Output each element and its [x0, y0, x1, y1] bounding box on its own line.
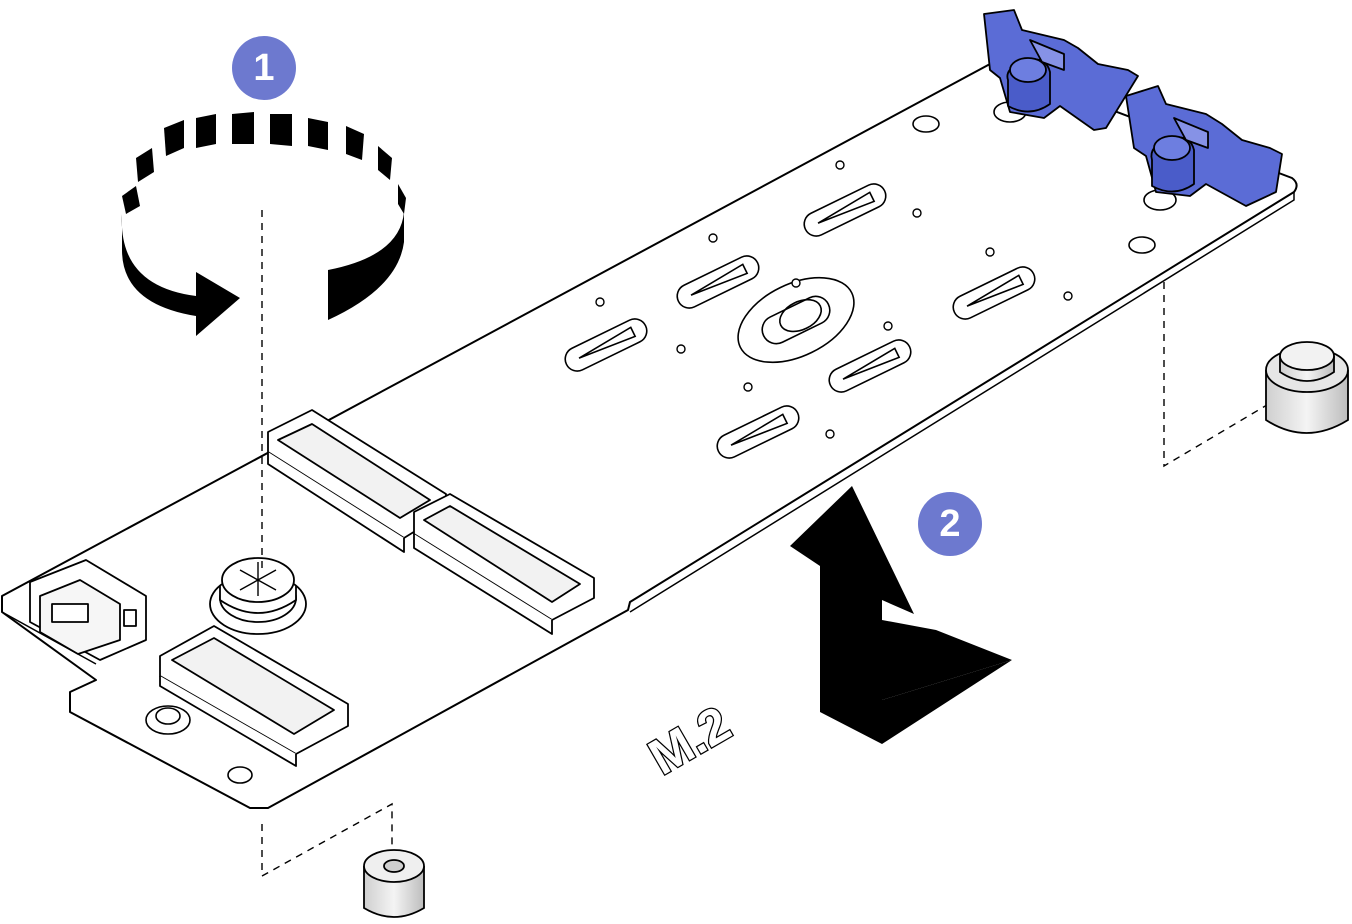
rotate-arrow-icon [121, 112, 406, 336]
m2-connector [267, 409, 447, 553]
step-1-badge: 1 [232, 36, 296, 100]
keyhole-slot [676, 255, 760, 309]
m2-connector [413, 493, 595, 635]
board-label: M.2 [640, 695, 740, 785]
keyhole-slot [716, 405, 800, 459]
pilot-holes [595, 160, 1073, 439]
center-mount-hole [737, 276, 855, 364]
standoff [363, 849, 425, 918]
step-2-badge: 2 [918, 492, 982, 556]
retainer-clip [983, 9, 1139, 131]
thumbscrew [209, 557, 307, 635]
keyhole-slot [828, 339, 912, 393]
keyhole-slot [564, 318, 648, 372]
lift-and-slide-arrow-icon [790, 486, 1012, 744]
alignment-lines [261, 210, 1273, 878]
keyhole-slots [564, 183, 1036, 459]
board-port [29, 559, 147, 661]
standoff [1265, 341, 1349, 434]
m2-backplane-board [1, 63, 1298, 809]
mount-stud [145, 705, 191, 735]
keyhole-slot [803, 183, 887, 237]
m2-connector [159, 625, 349, 767]
retainer-clip [1125, 85, 1283, 207]
keyhole-slot [952, 266, 1036, 320]
